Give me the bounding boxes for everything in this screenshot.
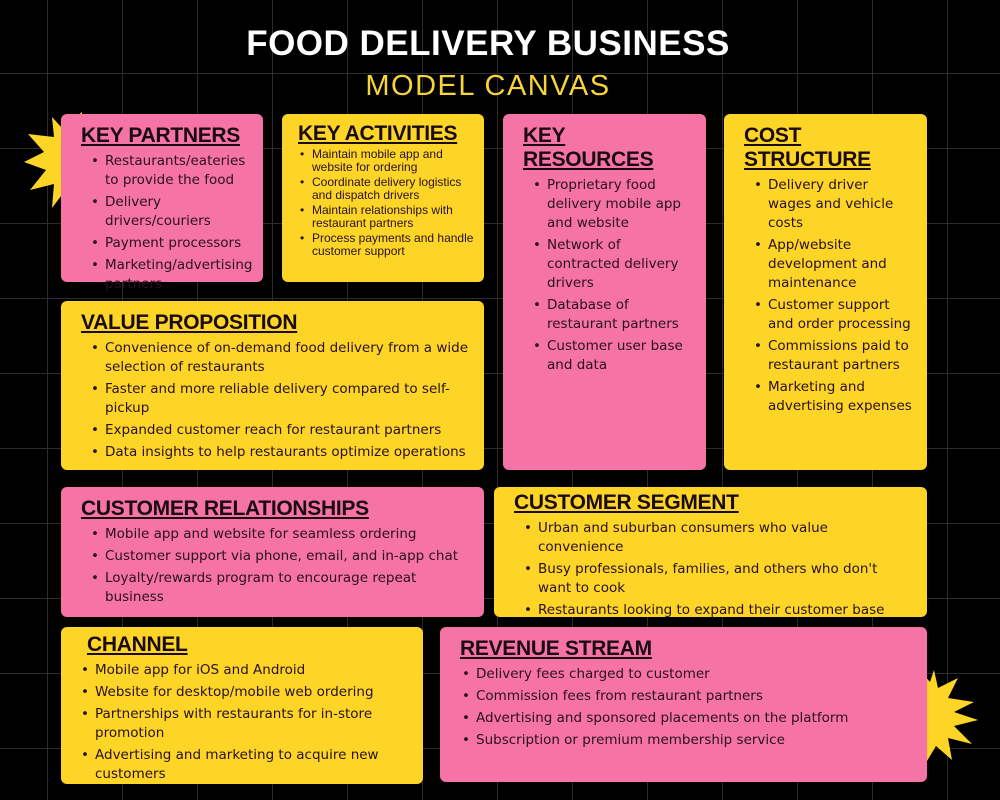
bullet-list: Mobile app and website for seamless orde…: [79, 525, 470, 607]
block-heading: CUSTOMER SEGMENT: [514, 491, 739, 514]
list-item: Payment processors: [91, 234, 249, 253]
list-item: Urban and suburban consumers who value c…: [524, 519, 913, 557]
bullet-list: Convenience of on-demand food delivery f…: [79, 339, 470, 462]
list-item: Proprietary food delivery mobile app and…: [533, 176, 692, 233]
list-item: Process payments and handle customer sup…: [300, 232, 476, 257]
canvas-title: FOOD DELIVERY BUSINESS: [246, 24, 730, 63]
channel-block: CHANNEL Mobile app for iOS and AndroidWe…: [61, 627, 423, 784]
bullet-list: Delivery driver wages and vehicle costsA…: [742, 176, 913, 416]
list-item: Faster and more reliable delivery compar…: [91, 380, 470, 418]
block-heading: KEY RESOURCES: [523, 124, 654, 171]
bullet-list: Urban and suburban consumers who value c…: [512, 519, 913, 620]
bullet-list: Maintain mobile app and website for orde…: [296, 148, 476, 257]
bullet-list: Proprietary food delivery mobile app and…: [521, 176, 692, 375]
key-activities-block: KEY ACTIVITIES Maintain mobile app and w…: [282, 114, 484, 282]
value-proposition-block: VALUE PROPOSITION Convenience of on-dema…: [61, 301, 484, 470]
list-item: Restaurants looking to expand their cust…: [524, 601, 913, 620]
list-item: Delivery fees charged to customer: [462, 665, 913, 684]
list-item: Marketing/advertising partners: [91, 256, 252, 294]
block-heading: COST STRUCTURE: [744, 124, 871, 171]
list-item: Busy professionals, families, and others…: [524, 560, 913, 598]
key-resources-block: KEY RESOURCES Proprietary food delivery …: [503, 114, 706, 470]
bullet-list: Mobile app for iOS and AndroidWebsite fo…: [79, 661, 409, 784]
block-heading: CUSTOMER RELATIONSHIPS: [81, 497, 369, 520]
block-heading: REVENUE STREAM: [460, 637, 652, 660]
list-item: Subscription or premium membership servi…: [462, 731, 913, 750]
list-item: Data insights to help restaurants optimi…: [91, 443, 470, 462]
block-heading: KEY ACTIVITIES: [298, 122, 458, 145]
list-item: Marketing and advertising expenses: [754, 378, 913, 416]
list-item: Database of restaurant partners: [533, 296, 692, 334]
revenue-stream-block: REVENUE STREAM Delivery fees charged to …: [440, 627, 927, 782]
list-item: Customer user base and data: [533, 337, 692, 375]
list-item: App/website development and maintenance: [754, 236, 913, 293]
list-item: Convenience of on-demand food delivery f…: [91, 339, 470, 377]
key-partners-block: KEY PARTNERS Restaurants/eateries to pro…: [61, 114, 263, 292]
list-item: Maintain mobile app and website for orde…: [300, 148, 476, 173]
list-item: Commission fees from restaurant partners: [462, 687, 913, 706]
list-item: Restaurants/eateries to provide the food: [91, 152, 249, 190]
cost-structure-block: COST STRUCTURE Delivery driver wages and…: [724, 114, 927, 470]
list-item: Commissions paid to restaurant partners: [754, 337, 913, 375]
block-heading: CHANNEL: [87, 633, 188, 656]
list-item: Customer support via phone, email, and i…: [91, 547, 470, 566]
list-item: Delivery drivers/couriers: [91, 193, 249, 231]
list-item: Website for desktop/mobile web ordering: [81, 683, 409, 702]
list-item: Mobile app and website for seamless orde…: [91, 525, 470, 544]
list-item: Loyalty/rewards program to encourage rep…: [91, 569, 470, 607]
customer-relationships-block: CUSTOMER RELATIONSHIPS Mobile app and we…: [61, 487, 484, 617]
list-item: Network of contracted delivery drivers: [533, 236, 692, 293]
customer-segment-block: CUSTOMER SEGMENT Urban and suburban cons…: [494, 487, 927, 620]
list-item: Advertising and sponsored placements on …: [462, 709, 913, 728]
list-item: Partnerships with restaurants for in-sto…: [81, 705, 409, 743]
list-item: Coordinate delivery logistics and dispat…: [300, 176, 476, 201]
list-item: Customer support and order processing: [754, 296, 913, 334]
list-item: Delivery driver wages and vehicle costs: [754, 176, 913, 233]
block-heading: VALUE PROPOSITION: [81, 311, 298, 334]
list-item: Maintain relationships with restaurant p…: [300, 204, 476, 229]
bullet-list: Delivery fees charged to customerCommiss…: [458, 665, 913, 750]
list-item: Mobile app for iOS and Android: [81, 661, 409, 680]
canvas-subtitle: MODEL CANVAS: [365, 70, 611, 102]
starburst-right-decoration: [918, 668, 978, 768]
bullet-list: Restaurants/eateries to provide the food…: [79, 152, 252, 294]
list-item: Advertising and marketing to acquire new…: [81, 746, 409, 784]
list-item: Expanded customer reach for restaurant p…: [91, 421, 470, 440]
block-heading: KEY PARTNERS: [81, 124, 240, 147]
